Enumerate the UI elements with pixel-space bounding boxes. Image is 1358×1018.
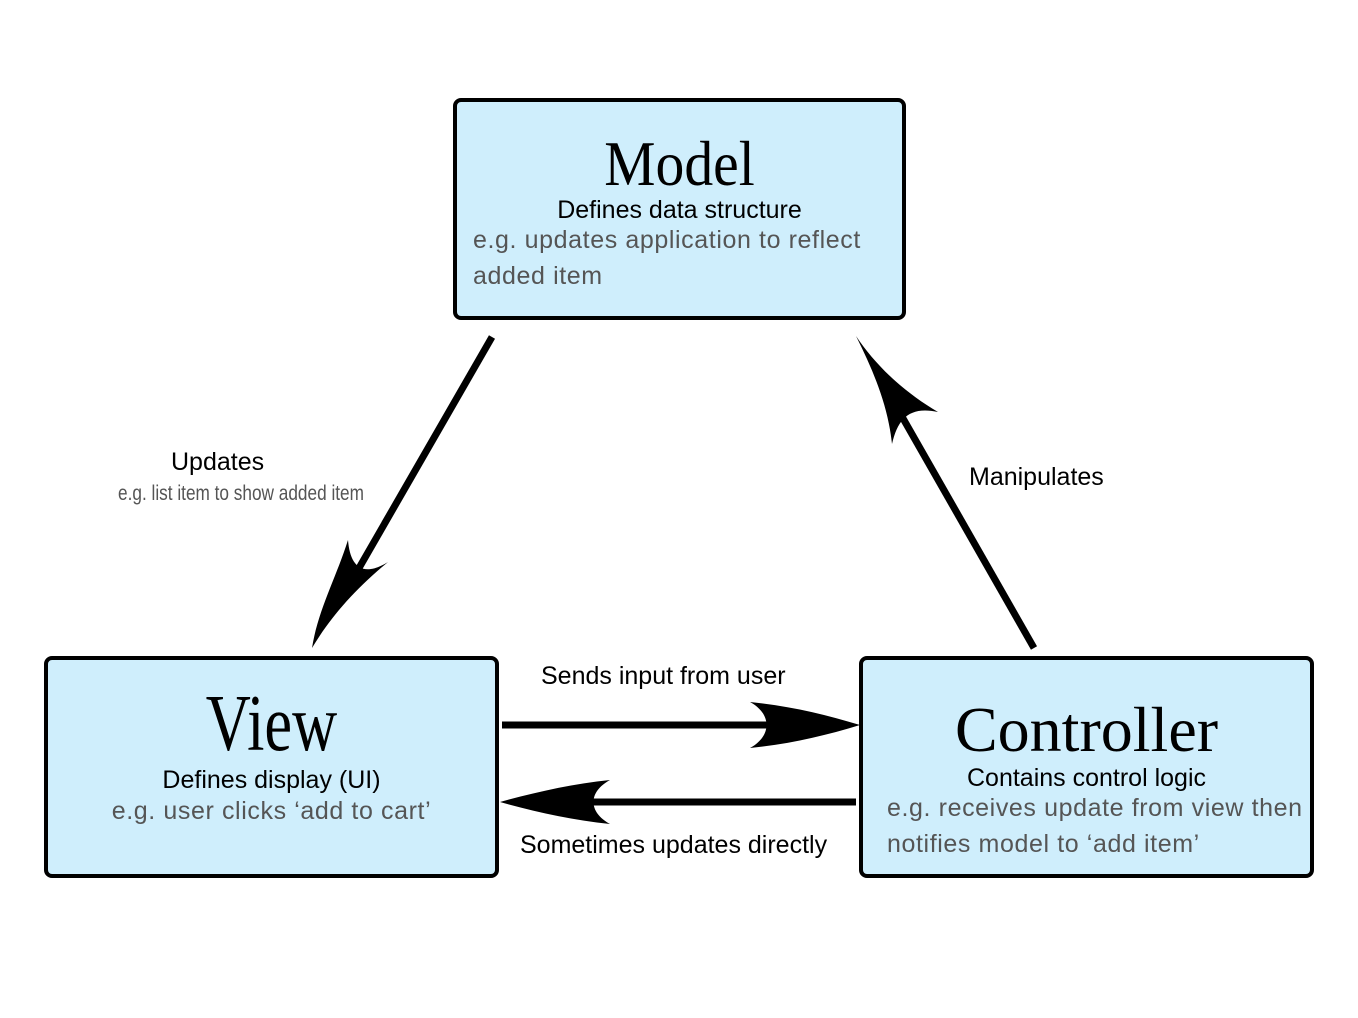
arrow-model-to-view [312,335,496,648]
sometimes-updates-label: Sometimes updates directly [520,831,828,859]
arrow-view-to-controller [502,702,860,748]
sends-input-label: Sends input from user [541,662,786,690]
view-title: View [205,680,338,768]
model-subtitle: Defines data structure [557,196,802,224]
model-box: Model Defines data structure e.g. update… [453,98,906,320]
controller-subtitle: Contains control logic [966,764,1206,792]
updates-example: e.g. list item to show added item [118,482,364,505]
controller-example: e.g. receives update from view then noti… [887,794,1303,858]
controller-title: Controller [954,694,1219,765]
updates-label: Updates [171,448,265,476]
model-example: e.g. updates application to reflect adde… [473,226,861,290]
arrow-controller-to-view [500,780,856,824]
arrow-controller-to-model [856,336,1038,650]
view-subtitle: Defines display (UI) [162,766,381,794]
controller-box: Controller Contains control logic e.g. r… [859,656,1314,878]
view-box: View Defines display (UI) e.g. user clic… [44,656,499,878]
model-title: Model [604,128,755,199]
manipulates-label: Manipulates [969,463,1104,491]
view-example: e.g. user clicks ‘add to cart’ [111,797,432,825]
